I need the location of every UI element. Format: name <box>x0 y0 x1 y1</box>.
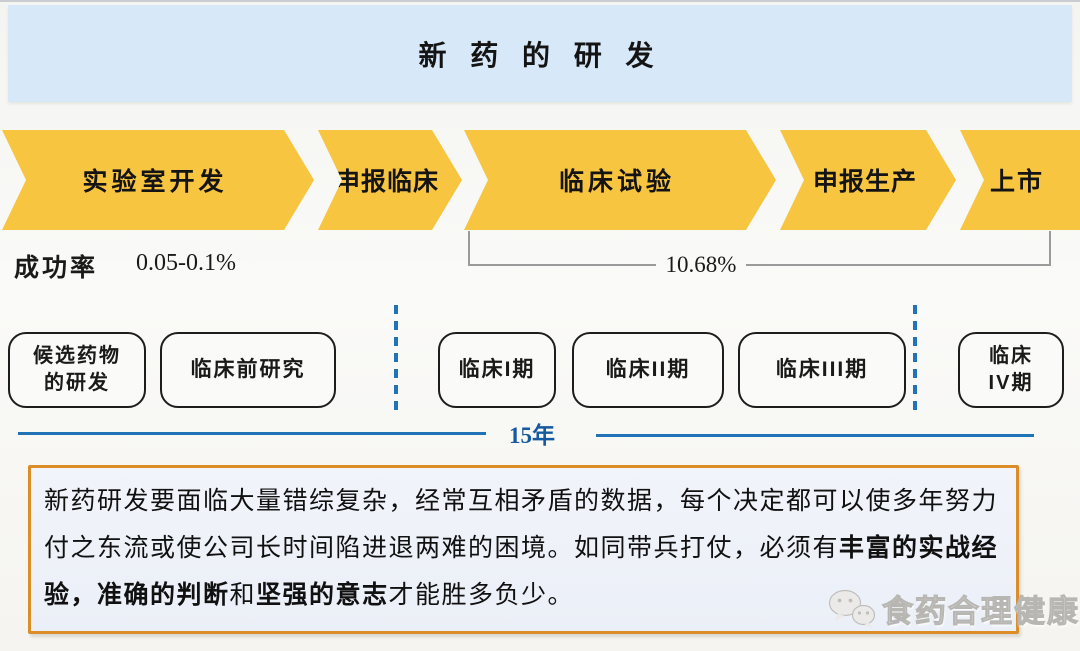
watermark: 食药合理健康 <box>828 586 1080 631</box>
timeline-line-right <box>596 434 1034 437</box>
dashed-divider-left <box>394 305 398 417</box>
page-title: 新 药 的 研 发 <box>418 39 662 71</box>
note-text: 新药研发要面临大量错综复杂，经常互相矛盾的数据，每个决定都可以使多年努力付之东流… <box>44 487 999 609</box>
success-rate-lab-value: 0.05-0.1% <box>136 250 236 276</box>
stage-arrow-market-launch: 上市 <box>960 130 1080 230</box>
timeline-line-left <box>18 432 486 435</box>
success-rate-label: 成功率 <box>14 255 99 282</box>
watermark-text: 食药合理健康 <box>882 594 1080 630</box>
stage-arrow-clinical-trials: 临床试验 <box>464 130 776 230</box>
success-rate-clinical-value: 10.68% <box>665 252 737 277</box>
phase-box-clinical-4: 临床 IV期 <box>958 332 1064 408</box>
phase-label: 临床 IV期 <box>988 345 1034 394</box>
phase-label: 候选药物 的研发 <box>33 345 121 394</box>
phase-label: 临床I期 <box>458 357 536 381</box>
phase-box-preclinical: 临床前研究 <box>160 332 336 408</box>
bracket-tick-right <box>1049 231 1051 266</box>
phase-box-clinical-1: 临床I期 <box>438 332 556 408</box>
stage-arrow-lab-development: 实验室开发 <box>2 130 314 230</box>
bracket-line-right <box>746 264 1051 266</box>
stage-arrow-label: 申报临床 <box>334 168 439 196</box>
stage-arrow-label: 上市 <box>989 168 1044 196</box>
bracket-line-left <box>468 264 656 266</box>
stage-arrow-production-application: 申报生产 <box>780 130 956 230</box>
phase-box-clinical-2: 临床II期 <box>572 332 724 408</box>
title-banner: 新 药 的 研 发 <box>8 5 1072 102</box>
wechat-icon <box>828 589 876 628</box>
phase-box-clinical-3: 临床III期 <box>738 332 906 408</box>
timeline-duration-label: 15年 <box>509 423 555 448</box>
stage-arrow-label: 临床试验 <box>558 168 675 196</box>
note-box: 新药研发要面临大量错综复杂，经常互相矛盾的数据，每个决定都可以使多年努力付之东流… <box>28 465 1019 634</box>
bracket-tick-left <box>468 231 470 266</box>
dashed-divider-right <box>913 305 917 417</box>
stage-arrow-label: 实验室开发 <box>82 168 228 196</box>
stage-arrow-clinical-application: 申报临床 <box>318 130 462 230</box>
phase-box-candidate-drug: 候选药物 的研发 <box>8 332 146 408</box>
stage-arrow-label: 申报生产 <box>812 168 917 196</box>
phase-label: 临床II期 <box>605 357 691 381</box>
phase-label: 临床III期 <box>775 357 869 381</box>
phase-label: 临床前研究 <box>190 357 306 381</box>
